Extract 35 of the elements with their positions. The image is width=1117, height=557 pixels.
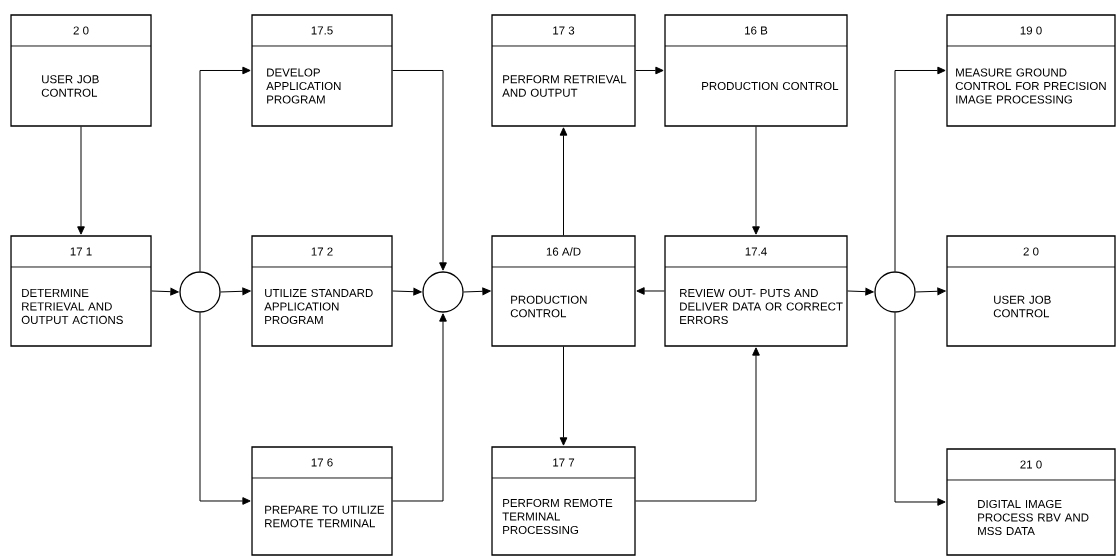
arrow [199,312,251,505]
junction-circle [874,271,916,313]
process-box: 2 0 USER JOB CONTROL [10,14,152,127]
arrow [636,287,665,295]
arrow [392,70,447,271]
process-box: 17.4 REVIEW OUT- PUTS AND DELIVER DATA OR CORRECT ERRORS [664,235,848,347]
arrow [894,312,946,506]
process-box: 17 7 PERFORM REMOTE TERMINAL PROCESSING [491,446,636,556]
arrow [894,66,946,272]
arrow [635,347,760,502]
arrow [77,126,85,235]
arrow [915,287,946,296]
process-box: 17 1 DETERMINE RETRIEVAL AND OUTPUT ACTIONS [10,235,152,347]
arrow [463,287,491,296]
arrow [559,346,568,446]
junction-circle [422,271,464,313]
arrow [220,287,251,296]
arrow [559,127,568,236]
process-box: 2 0 USER JOB CONTROL [946,235,1116,347]
process-box: 21 0 DIGITAL IMAGE PROCESS RBV AND MSS DATA [946,448,1116,556]
arrow [752,126,760,235]
arrow [151,287,179,296]
process-box: 19 0 MEASURE GROUND CONTROL FOR PRECISION IMAGE PROCESSING [946,14,1116,127]
process-box: 16 B PRODUCTION CONTROL [664,14,848,127]
junction-circle [179,271,221,313]
process-box: 17 2 UTILIZE STANDARD APPLICATION PROGRAM [251,235,393,347]
process-box: 16 A/D PRODUCTION CONTROL [491,235,636,347]
arrow [199,66,251,272]
arrow [635,66,664,75]
process-box: 17 3 PERFORM RETRIEVAL AND OUTPUT [491,14,636,127]
arrow [392,313,447,502]
arrow [847,287,874,296]
process-box: 17 6 PREPARE TO UTILIZE REMOTE TERMINAL [251,446,393,556]
arrow [392,287,422,296]
process-box: 17.5 DEVELOP APPLICATION PROGRAM [251,14,393,127]
